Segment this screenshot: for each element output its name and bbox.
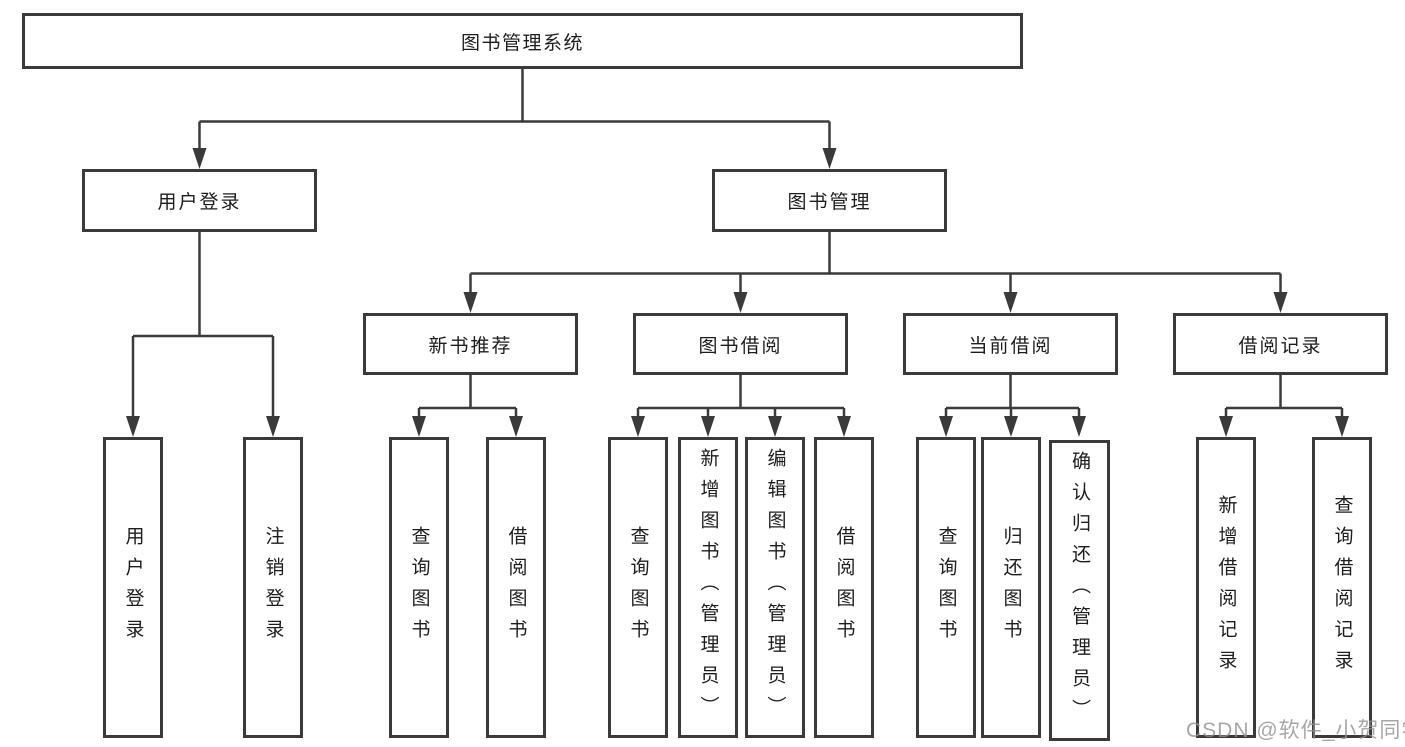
node-borrowing-records-label: 借阅记录 (1238, 335, 1323, 357)
leaf-borrow-books: 借阅图书 (814, 437, 874, 738)
node-current-borrowing-label: 当前借阅 (968, 335, 1053, 357)
leaf-recommend-query-books: 查询图书 (389, 437, 449, 738)
node-book-borrowing-label: 图书借阅 (698, 335, 783, 357)
leaf-add-borrow-record: 新增借阅记录 (1196, 437, 1256, 738)
leaf-edit-books-admin-label: 编辑图书（管理员） (764, 448, 786, 727)
node-current-borrowing: 当前借阅 (903, 313, 1118, 375)
leaf-user-login-label: 用户登录 (122, 525, 144, 650)
leaf-add-books-admin: 新增图书（管理员） (678, 437, 738, 738)
node-new-book-recommend-label: 新书推荐 (428, 335, 513, 357)
leaf-borrow-books-label: 借阅图书 (833, 525, 855, 650)
leaf-return-books-label: 归还图书 (1000, 525, 1022, 650)
leaf-edit-books-admin: 编辑图书（管理员） (745, 437, 805, 738)
leaf-current-query-books: 查询图书 (916, 437, 976, 738)
leaf-logout: 注销登录 (243, 437, 303, 738)
leaf-logout-label: 注销登录 (262, 525, 284, 650)
node-user-login: 用户登录 (82, 169, 317, 232)
csdn-watermark: CSDN @软件_小贺同学 (1186, 719, 1405, 742)
leaf-borrowing-query-books: 查询图书 (608, 437, 668, 738)
leaf-confirm-return-admin-label: 确认归还（管理员） (1069, 451, 1090, 730)
node-borrowing-records: 借阅记录 (1173, 313, 1388, 375)
node-library-system: 图书管理系统 (22, 13, 1023, 69)
leaf-confirm-return-admin: 确认归还（管理员） (1049, 440, 1110, 741)
leaf-return-books: 归还图书 (981, 437, 1041, 738)
node-library-system-label: 图书管理系统 (460, 32, 584, 54)
leaf-borrowing-query-books-label: 查询图书 (627, 525, 649, 650)
node-book-borrowing: 图书借阅 (633, 313, 848, 375)
leaf-query-borrow-record-label: 查询借阅记录 (1331, 494, 1353, 681)
node-book-management: 图书管理 (712, 169, 947, 232)
node-user-login-label: 用户登录 (157, 192, 242, 213)
leaf-user-login: 用户登录 (103, 437, 163, 738)
leaf-recommend-borrow-books: 借阅图书 (486, 437, 546, 738)
arrowheads (126, 148, 1349, 437)
leaf-add-borrow-record-label: 新增借阅记录 (1215, 494, 1237, 681)
leaf-recommend-borrow-books-label: 借阅图书 (505, 525, 527, 650)
leaf-recommend-query-books-label: 查询图书 (408, 525, 430, 650)
leaf-query-borrow-record: 查询借阅记录 (1312, 437, 1372, 738)
leaf-add-books-admin-label: 新增图书（管理员） (697, 448, 719, 727)
leaf-current-query-books-label: 查询图书 (935, 525, 957, 650)
node-book-management-label: 图书管理 (787, 192, 872, 213)
node-new-book-recommend: 新书推荐 (363, 313, 578, 375)
